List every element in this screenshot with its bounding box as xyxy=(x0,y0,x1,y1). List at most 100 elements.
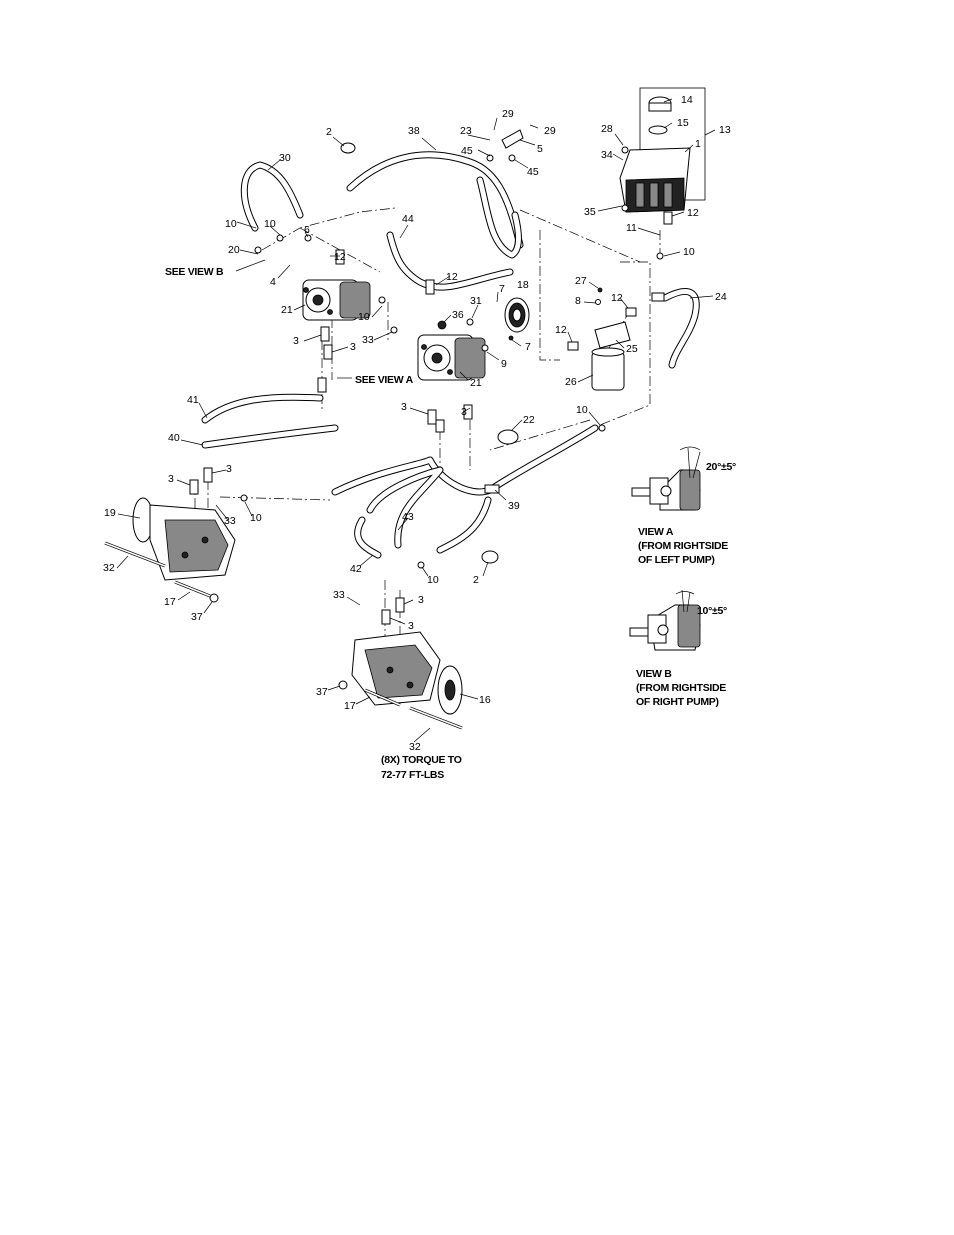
callout-27: 27 xyxy=(575,275,587,287)
clamp-2a xyxy=(340,142,356,154)
clamp-2b xyxy=(481,550,499,564)
callout-28: 28 xyxy=(601,123,613,135)
wheel-motor-left xyxy=(104,497,236,603)
callout-2: 2 xyxy=(326,126,332,138)
callout-14: 14 xyxy=(681,94,693,106)
callout-34: 34 xyxy=(601,149,613,161)
callout-41: 41 xyxy=(187,394,199,406)
callout-33: 33 xyxy=(224,515,236,527)
view-b-title: VIEW B xyxy=(636,668,672,680)
callout-29: 29 xyxy=(544,125,556,137)
callout-35: 35 xyxy=(584,206,596,218)
view-a-text: 20°±5° VIEW A (FROM RIGHTSIDE OF LEFT PU… xyxy=(638,461,736,566)
callout-21: 21 xyxy=(281,304,293,316)
callout-24: 24 xyxy=(715,291,727,303)
callout-44: 44 xyxy=(402,213,414,225)
callout-40: 40 xyxy=(168,432,180,444)
callouts: 29 29 38 23 2 45 5 45 30 14 15 28 13 1 3… xyxy=(103,94,731,753)
callout-3: 3 xyxy=(168,473,174,485)
view-b-line3: OF RIGHT PUMP) xyxy=(636,696,719,708)
callout-20: 20 xyxy=(228,244,240,256)
view-a-inset xyxy=(631,446,701,511)
callout-37: 37 xyxy=(191,611,203,623)
clamp-22 xyxy=(497,429,519,445)
filter-26 xyxy=(591,351,625,391)
callout-12: 12 xyxy=(446,271,458,283)
callout-37: 37 xyxy=(316,686,328,698)
callout-22: 22 xyxy=(523,414,535,426)
callout-3: 3 xyxy=(408,620,414,632)
callout-8: 8 xyxy=(575,295,581,307)
callout-10: 10 xyxy=(358,311,370,323)
callout-11: 11 xyxy=(626,222,637,234)
callout-3: 3 xyxy=(418,594,424,606)
callout-43: 43 xyxy=(402,511,414,523)
callout-19: 19 xyxy=(104,507,116,519)
wheel-motor-right xyxy=(338,631,463,730)
callout-32: 32 xyxy=(409,741,421,753)
callout-13: 13 xyxy=(719,124,731,136)
callout-15: 15 xyxy=(677,117,689,129)
callout-45: 45 xyxy=(461,145,473,157)
callout-4: 4 xyxy=(270,276,276,288)
callout-17: 17 xyxy=(344,700,356,712)
callout-17: 17 xyxy=(164,596,176,608)
callout-12: 12 xyxy=(555,324,567,336)
callout-10: 10 xyxy=(250,512,262,524)
callout-18: 18 xyxy=(517,279,529,291)
callout-38: 38 xyxy=(408,125,420,137)
view-b-angle: 10°±5° xyxy=(697,605,727,617)
callout-45: 45 xyxy=(527,166,539,178)
callout-10: 10 xyxy=(264,218,276,230)
callout-7: 7 xyxy=(525,341,531,353)
hoses xyxy=(201,151,700,559)
callout-31: 31 xyxy=(470,295,482,307)
view-a-angle: 20°±5° xyxy=(706,461,736,473)
see-view-b-note: SEE VIEW B xyxy=(165,266,224,278)
callout-3: 3 xyxy=(293,335,299,347)
pump-left-21 xyxy=(417,334,486,381)
callout-33: 33 xyxy=(333,589,345,601)
torque-note-line1: (8X) TORQUE TO xyxy=(381,754,462,766)
pump-right-21 xyxy=(302,279,371,321)
reservoir-assembly xyxy=(619,87,706,213)
o-ring xyxy=(648,125,668,135)
callout-36: 36 xyxy=(452,309,464,321)
torque-note-line2: 72-77 FT-LBS xyxy=(381,769,444,781)
callout-3: 3 xyxy=(461,406,467,418)
callout-3: 3 xyxy=(401,401,407,413)
callout-23: 23 xyxy=(460,125,472,137)
fittings xyxy=(189,129,673,625)
callout-10: 10 xyxy=(683,246,695,258)
callout-25: 25 xyxy=(626,343,638,355)
callout-5: 5 xyxy=(537,143,543,155)
pulley-18 xyxy=(504,297,530,333)
callout-10: 10 xyxy=(225,218,237,230)
callout-12: 12 xyxy=(687,207,699,219)
notes: SEE VIEW B SEE VIEW A (8X) TORQUE TO 72-… xyxy=(165,266,462,781)
view-b-inset xyxy=(629,589,701,651)
callout-3: 3 xyxy=(226,463,232,475)
callout-33: 33 xyxy=(362,334,374,346)
callout-16: 16 xyxy=(479,694,491,706)
callout-1: 1 xyxy=(695,138,701,150)
callout-29: 29 xyxy=(502,108,514,120)
callout-2: 2 xyxy=(473,574,479,586)
callout-3: 3 xyxy=(350,341,356,353)
hose-2b xyxy=(436,496,492,554)
callout-10: 10 xyxy=(576,404,588,416)
callout-7: 7 xyxy=(499,283,505,295)
callout-26: 26 xyxy=(565,376,577,388)
callout-10: 10 xyxy=(427,574,439,586)
callout-6: 6 xyxy=(304,224,310,236)
callout-42: 42 xyxy=(350,563,362,575)
view-a-title: VIEW A xyxy=(638,526,674,538)
filter-assembly xyxy=(591,321,631,391)
callout-21: 21 xyxy=(470,377,482,389)
callout-30: 30 xyxy=(279,152,291,164)
view-a-line2: (FROM RIGHTSIDE xyxy=(638,540,728,552)
callout-32: 32 xyxy=(103,562,115,574)
callout-12: 12 xyxy=(334,251,346,263)
hose-39 xyxy=(331,424,599,496)
